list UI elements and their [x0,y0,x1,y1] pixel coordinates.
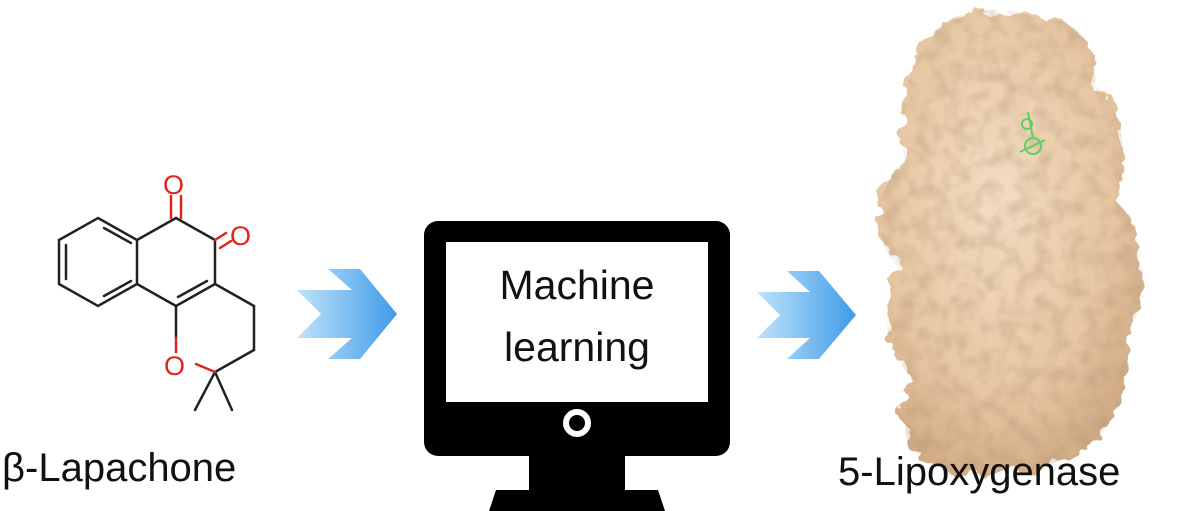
protein-surface-icon [879,9,1143,475]
oxygen-atoms: O O O [163,170,251,381]
ring-oxygen: O [164,351,185,381]
beta-lapachone-structure [57,216,256,412]
ligand-icon [1019,111,1046,155]
monitor-text-line1: Machine [499,262,655,308]
molecule-caption: β-Lapachone [2,446,237,490]
carbonyl-oxygen-2: O [230,221,251,251]
protein-caption: 5-Lipoxygenase [838,450,1121,494]
monitor-text-line2: learning [504,324,650,370]
arrow-left-icon [297,269,397,359]
heteroatom-bonds [169,194,233,374]
carbonyl-oxygen-1: O [163,170,184,200]
arrow-right-icon [757,271,856,359]
monitor-icon [424,221,730,511]
